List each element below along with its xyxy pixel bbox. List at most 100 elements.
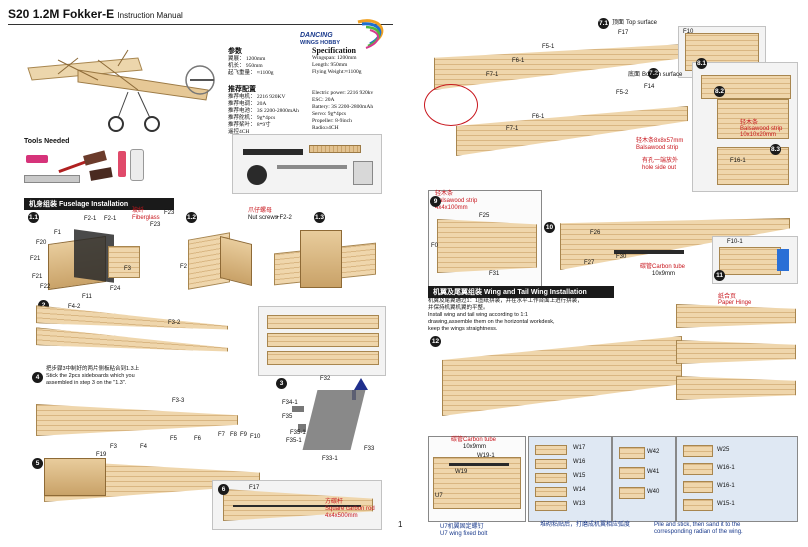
fokker-airplane-icon — [27, 49, 215, 132]
config-cn: 推荐配置 推荐电机： 2216 920KV 推荐电调： 20A 推荐电池： 3S… — [228, 84, 299, 136]
step-number: 11 — [714, 270, 725, 281]
side-panel — [267, 315, 379, 329]
glue-bottle-icon — [130, 149, 144, 181]
carbon-tube-cn: 碳管 — [640, 264, 653, 270]
part-label: F17 — [249, 485, 260, 491]
carbon-tube-en: Carbon tube — [652, 264, 686, 270]
part-label: F7-1 — [506, 126, 519, 132]
step-number: 12 — [430, 336, 441, 347]
glue-bottle-icon — [118, 151, 126, 177]
top-surface-cn: 顶面 — [612, 20, 625, 26]
tip-piece — [683, 481, 713, 493]
step-number: 8.2 — [714, 86, 725, 97]
balsa-strip-en: Balsawood strip — [740, 126, 783, 132]
part-label: F22 — [40, 284, 51, 290]
tip-piece — [619, 447, 645, 459]
screwdriver-icon — [58, 159, 88, 174]
top-surface-figure: F17 F5-1 F6-1 F7-1 — [430, 28, 690, 108]
rib-piece — [535, 473, 567, 483]
step-2-figure: F4-2 F3-2 — [32, 304, 232, 364]
part-label: W42 — [647, 449, 660, 455]
hole-side-cn: 有孔一端放外 — [642, 158, 679, 164]
part-label: W16 — [573, 459, 586, 465]
part-label: F33 — [364, 446, 375, 452]
part-label: W14 — [573, 487, 586, 493]
tail-tip-stack-figure: W25 W16-1 W16-1 W15-1 — [676, 436, 798, 522]
arrow-up-icon — [354, 378, 368, 390]
step-number: 10 — [544, 222, 555, 233]
wing-instruction-en: Install wing and tail wing according to … — [428, 312, 528, 318]
top-surface-en: Top surface — [626, 20, 658, 26]
config-en-line: ESC: 20A — [312, 97, 335, 103]
part-label: F23 — [164, 210, 175, 216]
part-label: F27 — [584, 260, 595, 266]
page-number: 1 — [398, 520, 403, 529]
config-en-line: Electric power: 2216 920kv — [312, 90, 374, 96]
part-label: F34-1 — [282, 400, 298, 406]
params-cn-line: 起飞重量： ≈1100g — [228, 70, 274, 76]
part-label: F35-1 — [286, 438, 302, 444]
params-cn-line: 机长： 950mm — [228, 63, 263, 69]
wing-frame — [442, 336, 682, 416]
part-label: F8 — [230, 432, 238, 438]
part-label: W19 — [455, 469, 468, 475]
part-label: F2-1 — [104, 216, 117, 222]
part-label: F9 — [240, 432, 248, 438]
carbon-tube-size: 10x9mm — [652, 271, 676, 277]
model-name: 1.2M Fokker-E — [32, 7, 115, 21]
tip-piece — [683, 499, 713, 511]
step-number: 5 — [32, 458, 43, 469]
part-label: F0 — [431, 243, 439, 249]
fuselage-section-heading: 机身组装 Fuselage Installation — [24, 198, 174, 210]
part-label: W13 — [573, 501, 586, 507]
balsa-strip-cn: 轻木条 — [740, 120, 759, 126]
nut-screws-en: Nut screws — [248, 215, 278, 221]
wing-bolt-figure: 碳管 Carbon tube 10x9mm W19-1 W19 U7 — [428, 436, 526, 522]
wing-instructions: 机翼及尾翼通过1：1图纸拼装，并在水平工作台面上进行拼装， 并保持机翼机翼的平整… — [428, 298, 583, 333]
step-1-2-figure: F2 — [180, 226, 260, 294]
u7-bolt-cn: U7机翼固定螺钉 — [440, 524, 484, 530]
paper-hinge-cn: 纸合页 — [718, 294, 737, 300]
part-label: W16-1 — [717, 465, 735, 471]
wing-heading-en: Wing and Tail Wing Installation — [483, 289, 587, 296]
brand-sub: WINGS HOBBY — [300, 40, 341, 46]
tools-heading: Tools Needed — [24, 138, 70, 145]
part-label: W15-1 — [717, 501, 735, 507]
part-label: F7-1 — [486, 72, 499, 78]
step-11-photo: F10-1 — [712, 236, 798, 284]
side-panel — [267, 351, 379, 365]
u7-bolt-en: U7 wing fixed bolt — [440, 531, 488, 537]
balsa-strip-cn: 轻木条 — [435, 191, 454, 197]
part-label: W15 — [573, 473, 586, 479]
balsa-strip-size: 4x4x100mm — [435, 205, 468, 211]
part-label: F35 — [282, 414, 293, 420]
sandpaper-icon — [83, 150, 107, 166]
specification-line: Length: 950mm — [312, 62, 348, 68]
step-number: 2 — [38, 300, 49, 311]
part-label: F21 — [32, 274, 43, 280]
fuselage-box — [220, 236, 252, 286]
part-label: F7 — [218, 432, 226, 438]
step-number: 7.1 — [598, 18, 609, 29]
part-label: +F2-2 — [276, 215, 292, 221]
config-en-line: Servo: 9g*4pcs — [312, 111, 347, 117]
carbon-rod-icon — [243, 149, 303, 155]
tail-wing-figures: 纸合页 Paper Hinge — [674, 294, 798, 408]
part-label: F20 — [36, 240, 47, 246]
part-label: F3-2 — [168, 320, 181, 326]
part-label: F3-3 — [172, 398, 185, 404]
fuselage-detail — [717, 99, 789, 139]
wing-figure — [434, 308, 684, 424]
carbon-tube-icon — [614, 250, 684, 254]
wing-instruction-cn: 并保持机翼机翼的平整。 — [428, 305, 489, 311]
part-label: F2 — [180, 264, 188, 270]
balsa-strip2-cn: 轻木条8x8x57mm — [636, 138, 684, 144]
bottom-surface-cn: 底面 — [628, 72, 641, 78]
step-4-instruction-en: Stick the 2pcs sideboards which you — [46, 373, 135, 379]
electronics-photo — [232, 134, 382, 194]
wing-instruction-en: drawing,assemble them on the horizontal … — [428, 319, 555, 325]
part-label: W41 — [647, 469, 660, 475]
part-label: F30 — [616, 254, 627, 260]
specification-line: Wingspan: 1200mm — [312, 55, 357, 61]
manual-subtitle: Instruction Manual — [117, 11, 183, 20]
